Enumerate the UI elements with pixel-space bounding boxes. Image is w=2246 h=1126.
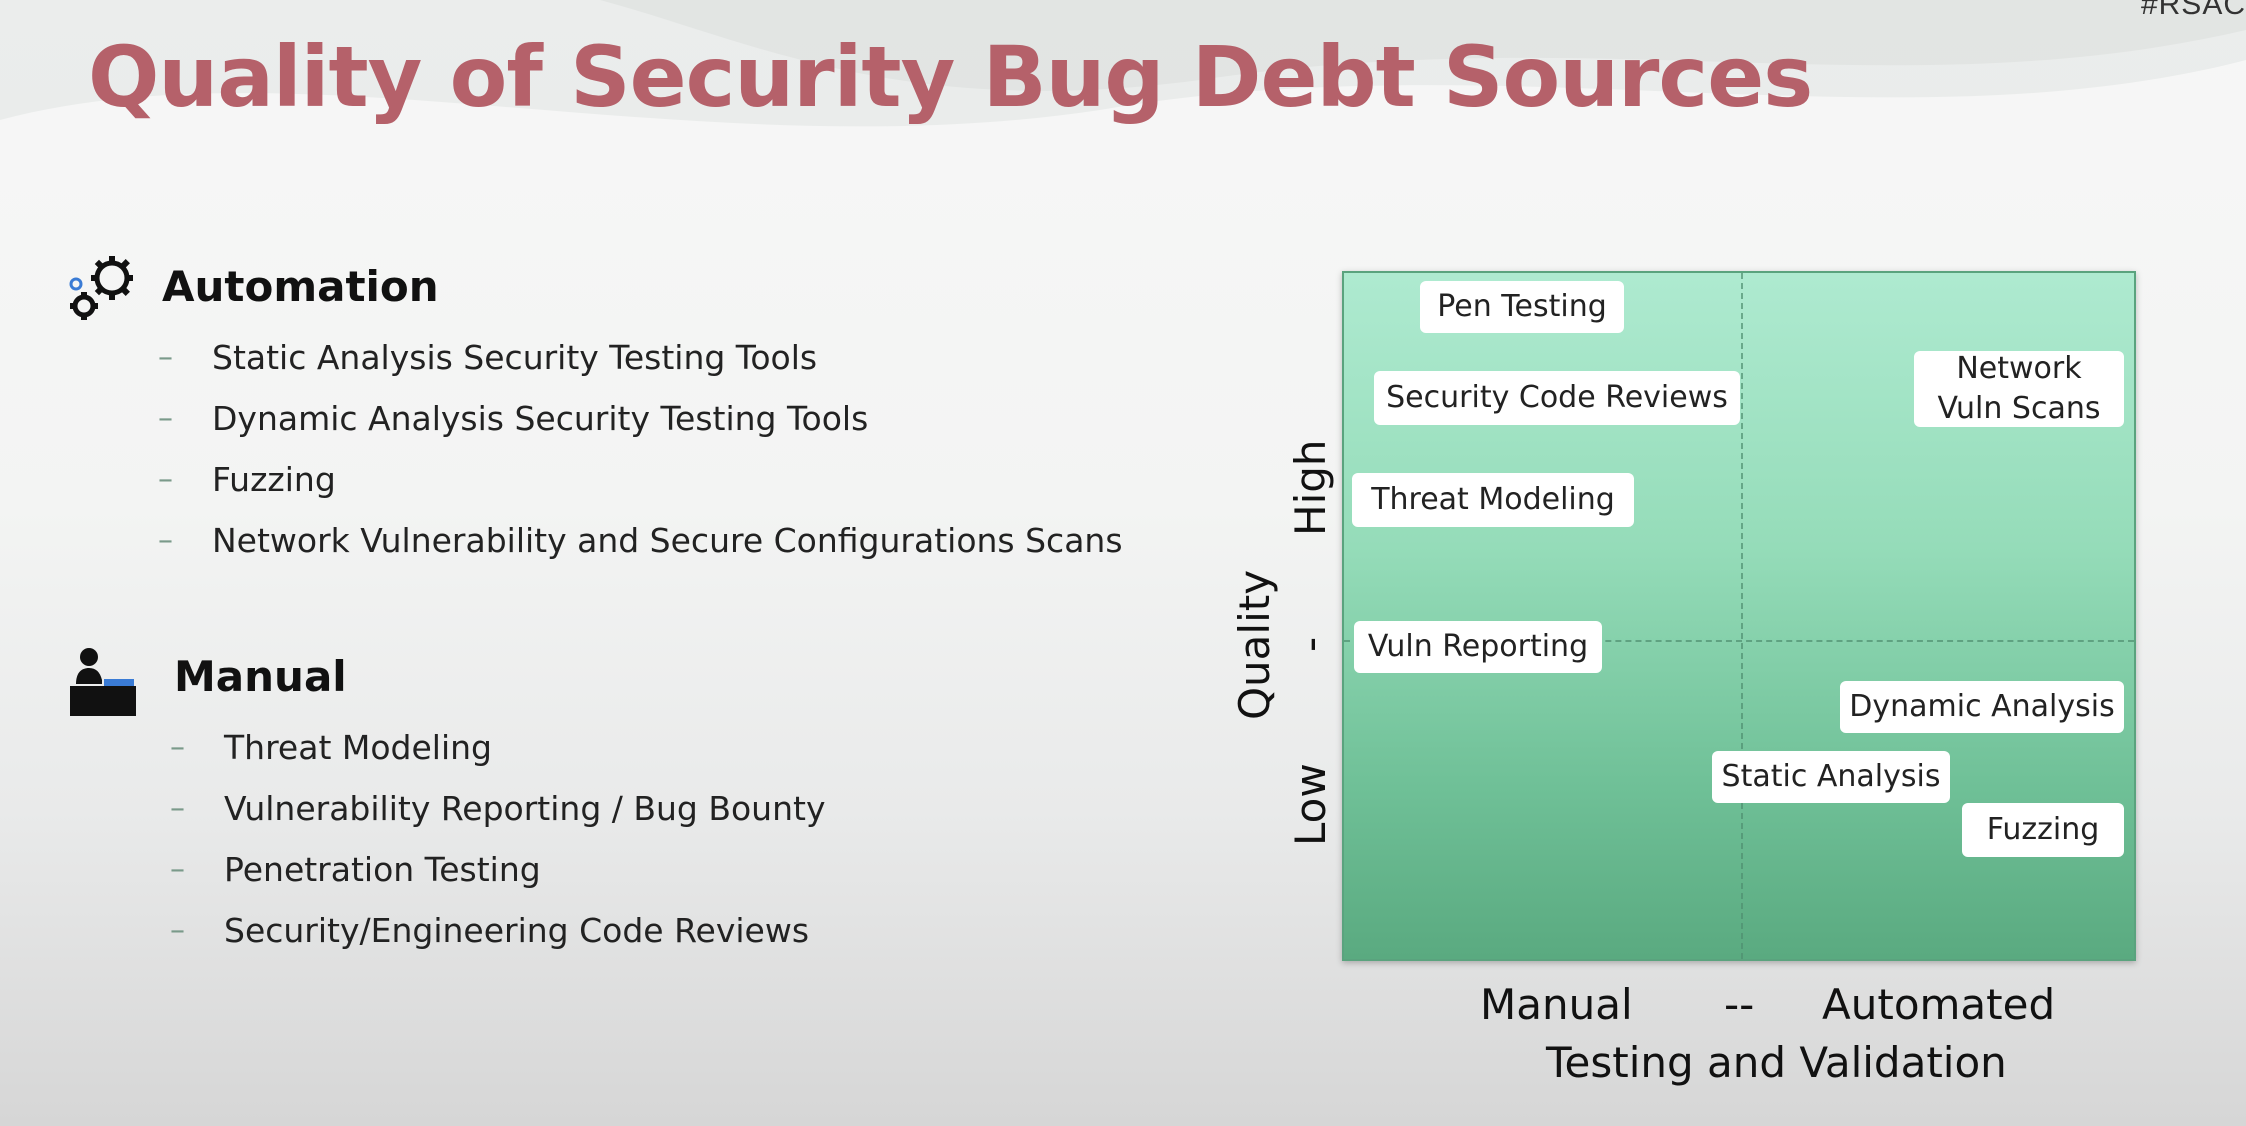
y-axis-high-label: High bbox=[1286, 439, 1335, 536]
person-at-desk-icon bbox=[68, 646, 138, 716]
y-axis-mid-label: - bbox=[1286, 636, 1335, 652]
horizontal-divider bbox=[1344, 640, 2134, 642]
list-item: –Vulnerability Reporting / Bug Bounty bbox=[170, 789, 826, 828]
automation-heading: Automation bbox=[162, 262, 439, 311]
static-analysis-label: Static Analysis bbox=[1712, 751, 1950, 803]
event-hashtag: #RSAC bbox=[2140, 0, 2246, 21]
network-vuln-scans-label: Network Vuln Scans bbox=[1914, 351, 2124, 427]
list-item: –Dynamic Analysis Security Testing Tools bbox=[158, 399, 869, 438]
list-item: –Penetration Testing bbox=[170, 850, 541, 889]
list-item-text: Penetration Testing bbox=[224, 850, 541, 889]
manual-heading: Manual bbox=[174, 652, 347, 701]
dynamic-analysis-label: Dynamic Analysis bbox=[1840, 681, 2124, 733]
threat-modeling-label: Threat Modeling bbox=[1352, 473, 1634, 527]
list-item: –Fuzzing bbox=[158, 460, 336, 499]
list-item-text: Fuzzing bbox=[212, 460, 336, 499]
y-axis-low-label: Low bbox=[1286, 763, 1335, 846]
list-item-text: Vulnerability Reporting / Bug Bounty bbox=[224, 789, 826, 828]
quadrant-plot: Pen Testing Security Code Reviews Networ… bbox=[1342, 271, 2136, 961]
x-axis-automated-label: Automated bbox=[1822, 980, 2056, 1029]
list-item: –Security/Engineering Code Reviews bbox=[170, 911, 810, 950]
list-item-text: Network Vulnerability and Secure Configu… bbox=[212, 521, 1123, 560]
list-item-text: Threat Modeling bbox=[224, 728, 492, 767]
x-axis-mid-label: -- bbox=[1724, 980, 1755, 1029]
slide-title: Quality of Security Bug Debt Sources bbox=[88, 28, 1813, 126]
list-item: –Network Vulnerability and Secure Config… bbox=[158, 521, 1123, 560]
list-item-text: Dynamic Analysis Security Testing Tools bbox=[212, 399, 869, 438]
vuln-reporting-label: Vuln Reporting bbox=[1354, 621, 1602, 673]
x-axis-title: Testing and Validation bbox=[1546, 1038, 2007, 1087]
vertical-divider bbox=[1741, 273, 1743, 959]
list-item: –Static Analysis Security Testing Tools bbox=[158, 338, 818, 377]
automation-list: –Static Analysis Security Testing Tools … bbox=[158, 327, 1123, 571]
security-code-reviews-label: Security Code Reviews bbox=[1374, 371, 1740, 425]
list-item: –Threat Modeling bbox=[170, 728, 492, 767]
fuzzing-label: Fuzzing bbox=[1962, 803, 2124, 857]
gears-icon bbox=[66, 252, 138, 322]
pen-testing-label: Pen Testing bbox=[1420, 281, 1624, 333]
y-axis-title: Quality bbox=[1230, 569, 1279, 720]
x-axis-manual-label: Manual bbox=[1480, 980, 1633, 1029]
list-item-text: Security/Engineering Code Reviews bbox=[224, 911, 810, 950]
list-item-text: Static Analysis Security Testing Tools bbox=[212, 338, 818, 377]
manual-list: –Threat Modeling –Vulnerability Reportin… bbox=[170, 717, 825, 961]
